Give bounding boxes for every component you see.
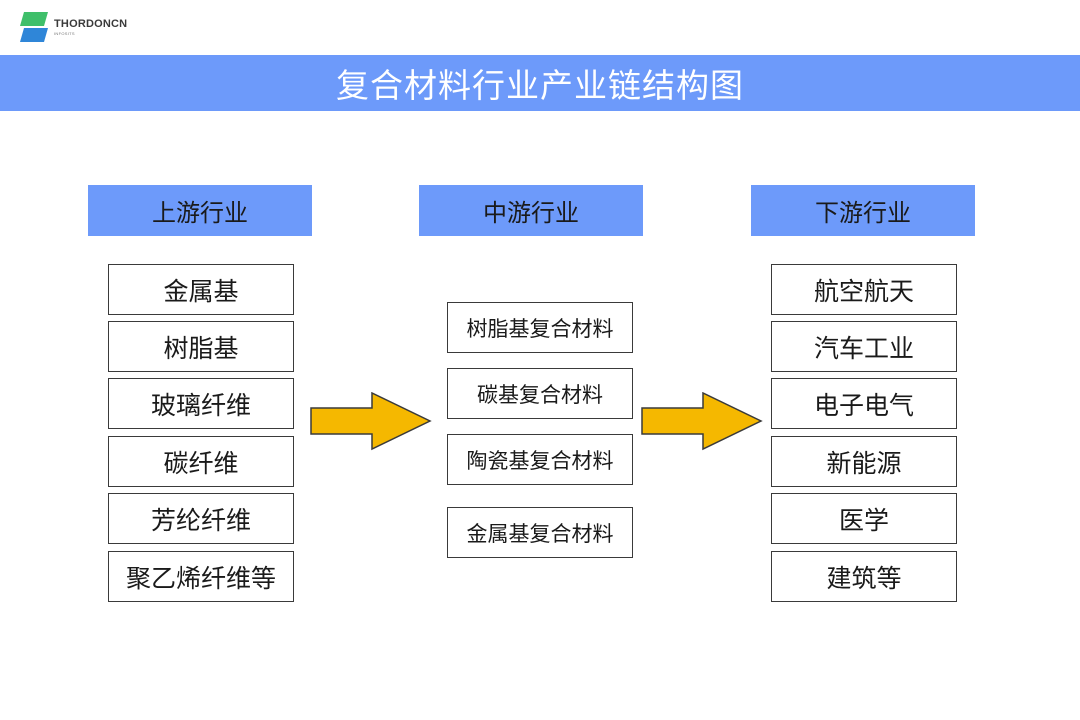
upstream-item: 玻璃纤维 xyxy=(108,378,294,429)
brand-logo: THORDONCN INFOSITS xyxy=(20,12,127,42)
title-banner: 复合材料行业产业链结构图 xyxy=(0,55,1080,111)
downstream-header: 下游行业 xyxy=(751,185,975,236)
downstream-item: 航空航天 xyxy=(771,264,957,315)
midstream-item: 陶瓷基复合材料 xyxy=(447,434,633,485)
downstream-item: 汽车工业 xyxy=(771,321,957,372)
upstream-item: 碳纤维 xyxy=(108,436,294,487)
upstream-header: 上游行业 xyxy=(88,185,312,236)
upstream-item: 聚乙烯纤维等 xyxy=(108,551,294,602)
midstream-item: 金属基复合材料 xyxy=(447,507,633,558)
downstream-item: 医学 xyxy=(771,493,957,544)
midstream-header: 中游行业 xyxy=(419,185,643,236)
downstream-item: 电子电气 xyxy=(771,378,957,429)
arrow-right-icon xyxy=(310,392,432,451)
logo-subtitle: INFOSITS xyxy=(54,30,75,36)
upstream-item: 金属基 xyxy=(108,264,294,315)
logo-name: THORDONCN xyxy=(54,17,128,30)
downstream-item: 建筑等 xyxy=(771,551,957,602)
midstream-item: 树脂基复合材料 xyxy=(447,302,633,353)
page-title: 复合材料行业产业链结构图 xyxy=(336,66,744,105)
downstream-item: 新能源 xyxy=(771,436,957,487)
arrow-right-icon xyxy=(641,392,763,451)
logo-mark-icon xyxy=(20,12,48,42)
upstream-item: 树脂基 xyxy=(108,321,294,372)
upstream-item: 芳纶纤维 xyxy=(108,493,294,544)
midstream-item: 碳基复合材料 xyxy=(447,368,633,419)
